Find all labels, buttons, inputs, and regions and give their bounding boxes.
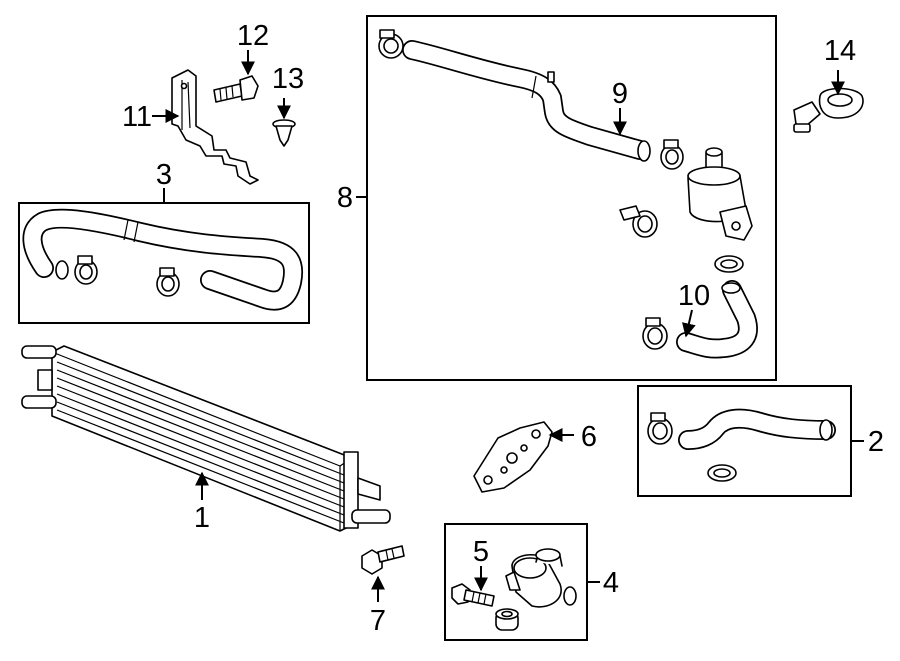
callout-10: 10: [678, 280, 710, 312]
auxiliary-pump-8: [687, 147, 753, 241]
inlet-hose-9: [402, 40, 651, 162]
callout-4: 4: [603, 567, 619, 599]
hose-clamp-8b: [660, 139, 684, 170]
hose-clamp-8d: [714, 255, 744, 273]
callout-6: 6: [581, 421, 597, 453]
hose-clamp-8e: [642, 317, 668, 350]
callout-7: 7: [370, 605, 386, 637]
callout-14: 14: [824, 35, 856, 67]
auxiliary-radiator: [21, 345, 391, 532]
callout-5: 5: [473, 536, 489, 568]
callout-13: 13: [272, 63, 304, 95]
bolt-5: [451, 583, 495, 607]
callout-3: 3: [156, 159, 172, 191]
hose-clamp-8a: [378, 29, 404, 59]
callout-1: 1: [194, 502, 210, 534]
leader-10: [682, 309, 696, 338]
callout-11: 11: [122, 101, 152, 133]
hose-clamp-8c: [619, 205, 658, 238]
pump-bracket-6: [473, 421, 553, 493]
hose-bracket: [171, 69, 259, 185]
bolt-7: [361, 545, 405, 575]
upper-hose-assembly: [22, 208, 304, 311]
outlet-hose-10: [676, 280, 758, 359]
callout-2: 2: [868, 426, 884, 458]
group-box-2: [637, 385, 852, 497]
callout-8: 8: [337, 182, 353, 214]
push-pin-13: [272, 119, 296, 147]
bolt-12: [213, 75, 259, 103]
hose-clip-14: [793, 87, 864, 133]
grommet-4: [495, 608, 519, 631]
callout-12: 12: [237, 20, 269, 52]
auxiliary-pump-4: [505, 548, 577, 608]
callout-9: 9: [612, 78, 628, 110]
lower-hose-assembly: [647, 408, 836, 482]
